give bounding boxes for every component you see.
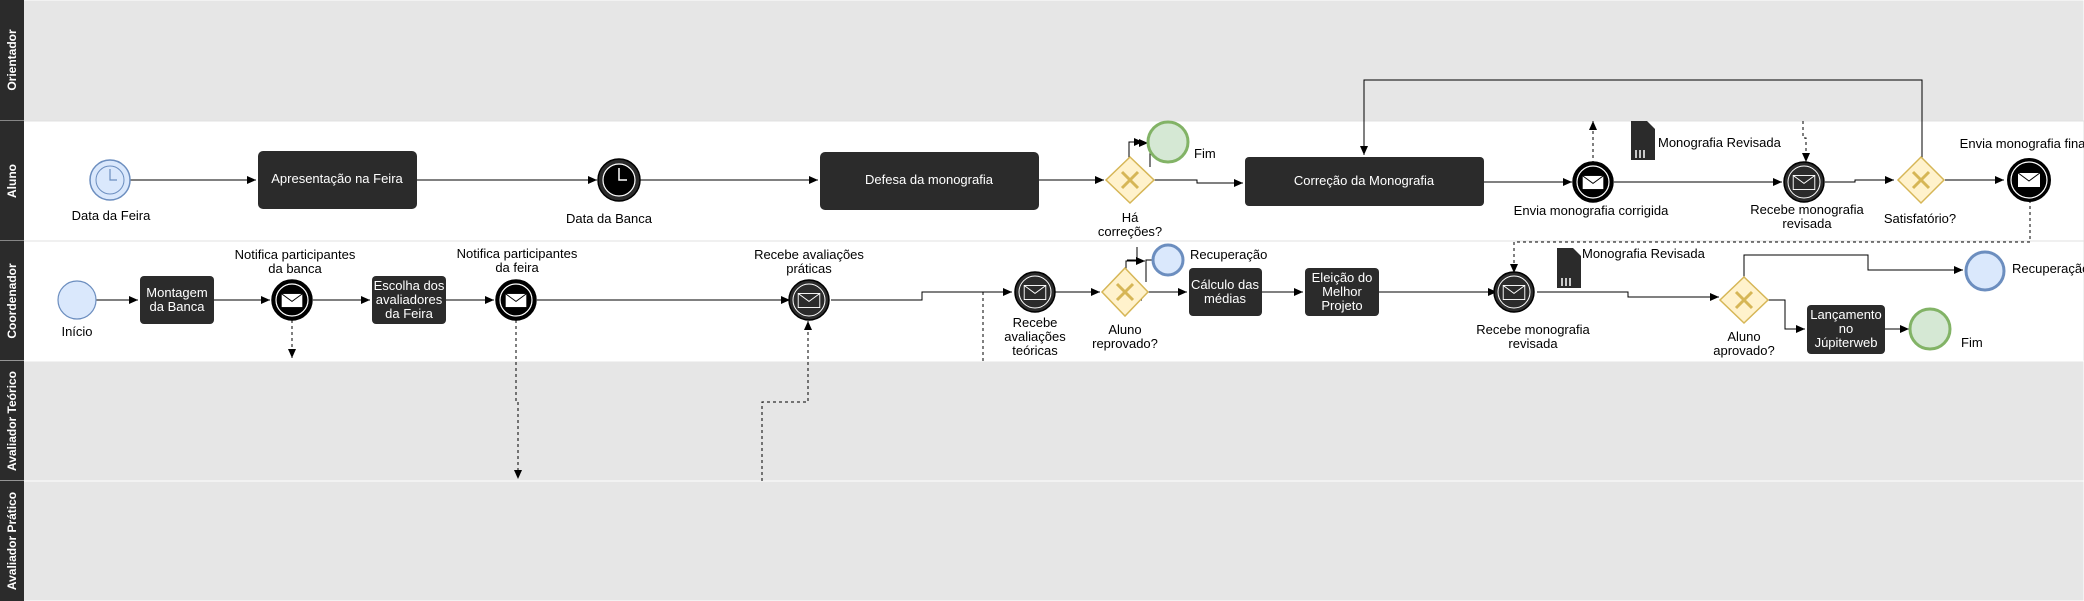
doc-label-monografia-revisada-coord: Monografia Revisada — [1582, 246, 1706, 261]
lane-orientador: Orientador — [0, 0, 2084, 122]
end-event-envia-monografia-final[interactable] — [2007, 158, 2051, 202]
task-correcao-monografia[interactable]: Correção da Monografia — [1245, 157, 1484, 206]
recuperacao-label-1: Recuperação — [1190, 247, 1267, 262]
recv-teoricas-label-line2: avaliações — [1004, 329, 1066, 344]
doc-label-monografia-revisada-aluno: Monografia Revisada — [1658, 135, 1782, 150]
gateway-label-ha-correcoes-line2: correções? — [1098, 224, 1162, 239]
recv-monografia-coord-line1: Recebe monografia — [1476, 322, 1590, 337]
gateway-reprovado-label-line2: reprovado? — [1092, 336, 1158, 351]
svg-text:Apresentação na Feira: Apresentação na Feira — [271, 171, 403, 186]
notify-feira-label-line2: da feira — [495, 260, 539, 275]
receive-event-monografia-revisada-coord[interactable] — [1493, 271, 1535, 313]
task-escolha-avaliadores[interactable]: Escolha dos avaliadores da Feira — [372, 276, 446, 324]
gateway-aprovado-label-line1: Aluno — [1727, 329, 1760, 344]
data-object-monografia-revisada-coord[interactable] — [1557, 248, 1581, 288]
task-eleicao-melhor-projeto[interactable]: Eleição do Melhor Projeto — [1305, 268, 1379, 316]
data-object-monografia-revisada-aluno[interactable] — [1631, 121, 1655, 160]
end-event-recuperacao-2[interactable] — [1964, 250, 2006, 292]
timer-label-data-banca: Data da Banca — [566, 211, 653, 226]
task-defesa-monografia[interactable]: Defesa da monografia — [820, 152, 1039, 210]
gateway-label-satisfatorio: Satisfatório? — [1884, 211, 1956, 226]
svg-text:Correção da Monografia: Correção da Monografia — [1294, 173, 1435, 188]
lane-label-orientador: Orientador — [5, 29, 19, 91]
recv-monografia-coord-line2: revisada — [1508, 336, 1558, 351]
recv-praticas-label-line1: Recebe avaliações — [754, 247, 864, 262]
lane-avaliador-teorico: Avaliador Teórico — [0, 360, 2084, 482]
notify-feira-label-line1: Notifica participantes — [457, 246, 578, 261]
gateway-reprovado-label-line1: Aluno — [1108, 322, 1141, 337]
start-label-data-feira: Data da Feira — [72, 208, 152, 223]
receive-event-avaliacoes-praticas[interactable] — [788, 279, 830, 321]
gateway-label-ha-correcoes-line1: Há — [1122, 210, 1139, 225]
svg-text:Melhor: Melhor — [1322, 284, 1362, 299]
recv-teoricas-label-line3: teóricas — [1012, 343, 1058, 358]
start-event-inicio[interactable] — [57, 280, 97, 320]
svg-text:Lançamento: Lançamento — [1810, 307, 1882, 322]
svg-text:Projeto: Projeto — [1321, 298, 1362, 313]
send-event-monografia-corrigida[interactable] — [1572, 161, 1614, 203]
receive-event-monografia-revisada-aluno[interactable] — [1783, 161, 1825, 203]
svg-text:Júpiterweb: Júpiterweb — [1815, 335, 1878, 350]
gateway-aluno-reprovado[interactable] — [1100, 266, 1150, 318]
end-label-envia-monografia-final: Envia monografia final — [1960, 136, 2084, 151]
send-label-monografia-corrigida: Envia monografia corrigida — [1514, 203, 1669, 218]
svg-text:Montagem: Montagem — [146, 285, 207, 300]
end-event-fim-coord[interactable] — [1908, 307, 1952, 351]
receive-event-avaliacoes-teoricas[interactable] — [1014, 271, 1056, 313]
recuperacao-label-2: Recuperação — [2012, 261, 2084, 276]
task-calculo-medias[interactable]: Cálculo das médias — [1189, 268, 1262, 316]
lane-avaliador-pratico: Avaliador Prático — [0, 480, 2084, 601]
end-event-recuperacao-1[interactable] — [1151, 243, 1185, 277]
end-label-fim-coord: Fim — [1961, 335, 1983, 350]
receive-label-aluno-line1: Recebe monografia — [1750, 202, 1864, 217]
receive-label-aluno-line2: revisada — [1782, 216, 1832, 231]
task-apresentacao-feira[interactable]: Apresentação na Feira — [258, 151, 417, 209]
lane-label-aluno: Aluno — [5, 164, 19, 198]
send-event-notifica-feira[interactable] — [495, 279, 537, 321]
gateway-ha-correcoes[interactable] — [1104, 155, 1156, 205]
notify-banca-label-line2: da banca — [268, 261, 322, 276]
send-event-notifica-banca[interactable] — [271, 279, 313, 321]
svg-text:no: no — [1839, 321, 1853, 336]
task-lancamento-jupiterweb[interactable]: Lançamento no Júpiterweb — [1807, 305, 1885, 354]
gateway-aprovado-label-line2: aprovado? — [1713, 343, 1774, 358]
svg-text:médias: médias — [1204, 291, 1246, 306]
gateway-aluno-aprovado[interactable] — [1718, 275, 1770, 325]
svg-text:Defesa da monografia: Defesa da monografia — [865, 172, 994, 187]
svg-text:da Banca: da Banca — [150, 299, 206, 314]
recv-teoricas-label-line1: Recebe — [1013, 315, 1058, 330]
lane-label-avaliador-teorico: Avaliador Teórico — [5, 371, 19, 471]
notify-banca-label-line1: Notifica participantes — [235, 247, 356, 262]
lane-label-coordenador: Coordenador — [5, 263, 19, 339]
gateway-satisfatorio[interactable] — [1896, 155, 1946, 205]
start-label-inicio: Início — [61, 324, 92, 339]
task-montagem-banca[interactable]: Montagem da Banca — [140, 276, 214, 324]
end-label-fim-aluno: Fim — [1194, 146, 1216, 161]
svg-text:da Feira: da Feira — [385, 306, 433, 321]
timer-event-data-banca[interactable] — [597, 158, 641, 202]
recv-praticas-label-line2: práticas — [786, 261, 832, 276]
svg-text:Cálculo das: Cálculo das — [1191, 277, 1259, 292]
svg-text:Eleição do: Eleição do — [1312, 270, 1373, 285]
end-event-fim-aluno[interactable] — [1146, 120, 1190, 164]
svg-text:Escolha dos: Escolha dos — [374, 278, 445, 293]
message-flows — [288, 121, 2031, 481]
start-event-data-feira[interactable] — [89, 159, 131, 201]
lane-label-avaliador-pratico: Avaliador Prático — [5, 492, 19, 590]
svg-text:avaliadores: avaliadores — [376, 292, 443, 307]
